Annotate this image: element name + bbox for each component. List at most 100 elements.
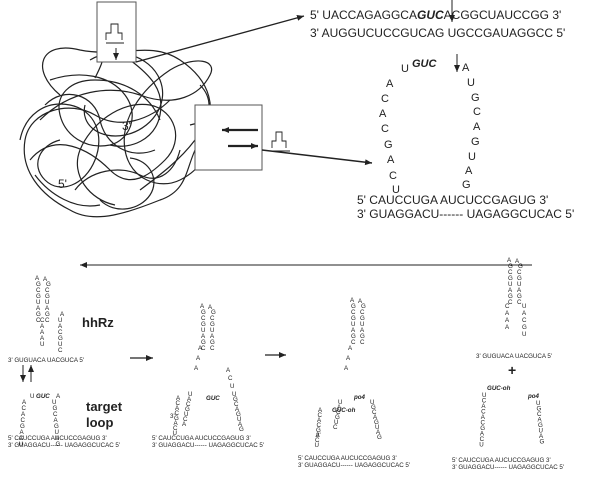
- complex-line-1: 5' CAUCCUGA AUCUCCGAGUG 3': [152, 435, 251, 442]
- stem-base: C: [360, 309, 365, 316]
- loop-line-1: 5' CAUCCUGA AUCUCCGAGUG 3': [357, 193, 548, 207]
- product-left-arm: A: [481, 414, 486, 421]
- stem-base: G: [351, 303, 356, 310]
- complex-outer-left: C: [173, 425, 178, 432]
- zoom-box-right: [194, 104, 263, 171]
- released-hhrz-line: 3' GUGUACA UACGUCA 5': [476, 353, 552, 360]
- panel-hhrz-and-target: hhRz target loop 3' GUGUACA UACGUCA 5' 5…: [8, 275, 123, 449]
- hhrz-linker: A: [40, 329, 45, 336]
- stem-base: G: [360, 333, 365, 340]
- loop-right-base: U: [468, 151, 476, 163]
- complex-guc: GUC: [206, 395, 220, 402]
- mini-loop-left: A: [20, 429, 25, 436]
- product-linker: C: [505, 303, 510, 310]
- stem-base: G: [36, 281, 41, 288]
- duplex-line-2: 3' AUGGUCUCCGUCAG UGCCGAUAGGCC 5': [310, 26, 565, 40]
- complex-right-arm: G: [236, 411, 241, 418]
- stem-base: G: [36, 293, 41, 300]
- stem-base: C: [360, 339, 365, 346]
- complex-right-arm: U: [232, 391, 236, 398]
- loop-left-base: C: [389, 170, 397, 182]
- panel-cleaved: GUC-oh po4 5' CAUCCUGA AUCUCCGAGUG 3' 3'…: [298, 297, 410, 469]
- complex-right-arm: A: [238, 421, 243, 428]
- cleaved-right-arm: C: [372, 409, 377, 416]
- mini-loop-right: U: [55, 429, 59, 436]
- stem-base: A: [517, 287, 522, 294]
- complex-linker: A: [226, 367, 231, 374]
- cleaved-linker: A: [346, 355, 351, 362]
- hhrz-linker: A: [58, 323, 63, 330]
- loop-right-base: G: [471, 136, 480, 148]
- stem-base: G: [210, 339, 215, 346]
- stem-base: A: [200, 303, 205, 310]
- three-prime-label: 3': [122, 119, 131, 133]
- stem-base: C: [201, 345, 206, 352]
- complex-left-arm: C: [186, 401, 191, 408]
- cleaved-right-arm: G: [377, 434, 382, 441]
- product-left-arm: C: [481, 409, 486, 416]
- product-linker: U: [522, 331, 526, 338]
- complex-right-arm: G: [233, 396, 238, 403]
- loop-top-base: U: [30, 393, 34, 400]
- cleaved-linker: A: [344, 365, 349, 372]
- product-linker: A: [505, 310, 510, 317]
- panel-complex: 5' CAUCCUGA AUCUCCGAGUG 3' 3' GUAGGACU--…: [152, 303, 264, 449]
- hhrz-linker: G: [58, 335, 63, 342]
- loop-left-base: A: [379, 108, 387, 120]
- loop-right-base: U: [467, 77, 475, 89]
- stem-base: U: [201, 327, 205, 334]
- product-right-arm: A: [538, 417, 543, 424]
- product-right-arm: U: [539, 428, 543, 435]
- stem-base: U: [36, 299, 40, 306]
- complex-outer-left: A: [176, 395, 181, 402]
- stem-base: G: [201, 321, 206, 328]
- stem-base: A: [210, 333, 215, 340]
- complex-linker: U: [230, 383, 234, 390]
- complex-right-arm: C: [234, 401, 239, 408]
- hhrz-base: A: [60, 311, 65, 318]
- product-linker: U: [522, 303, 526, 310]
- cleaved-right-arm: G: [374, 419, 379, 426]
- hairpin-icon-box: [270, 131, 290, 152]
- complex-outer-left: C: [175, 410, 180, 417]
- target-label: target: [86, 399, 123, 414]
- arrow-to-duplex: [135, 14, 305, 63]
- hhrz-linker: A: [40, 323, 45, 330]
- mini-loop-right: C: [53, 411, 58, 418]
- stem-base: G: [45, 311, 50, 318]
- panel-products: 3' GUGUACA UACGUCA 5' + GUC-oh po4 5' CA…: [452, 257, 564, 471]
- loop-right-base: G: [471, 92, 480, 104]
- hhrz-linker: C: [58, 329, 63, 336]
- loop-left-base: C: [381, 93, 389, 105]
- stem-base: G: [36, 311, 41, 318]
- complex-line-2: 3' GUAGGACU------ UAGAGGCUCAC 5': [152, 442, 264, 449]
- hhrz-linker: C: [40, 317, 45, 324]
- stem-base: U: [360, 321, 364, 328]
- cleaved-right-arm: U: [375, 424, 379, 431]
- stem-base: G: [46, 281, 51, 288]
- stem-base: A: [208, 304, 213, 311]
- product-right-arm: G: [537, 406, 542, 413]
- stem-base: A: [515, 258, 520, 265]
- stem-base: C: [351, 339, 356, 346]
- cleaved-outer-left: C: [318, 412, 323, 419]
- stem-base: C: [210, 315, 215, 322]
- product-linker: A: [505, 317, 510, 324]
- cleaved-left-arm: C: [336, 409, 341, 416]
- stem-base: C: [201, 315, 206, 322]
- stem-base: A: [201, 333, 206, 340]
- complex-linker: A: [194, 365, 199, 372]
- stem-base: C: [351, 309, 356, 316]
- complex-left-arm: U: [188, 391, 192, 398]
- mini-loop-right: G: [56, 441, 61, 448]
- hhrz-linker: U: [40, 341, 44, 348]
- cleaved-outer-left: G: [316, 427, 321, 434]
- loop-line-2: 3' GUAGGACU------ UAGAGGCUCAC 5': [357, 207, 574, 221]
- stem-base: G: [360, 315, 365, 322]
- hhrz-linker: A: [40, 335, 45, 342]
- mini-loop-left: G: [20, 423, 25, 430]
- loop-top-u: U: [401, 63, 409, 75]
- target-line-2: 3' GUAGGACU------ UAGAGGCUCAC 5': [8, 442, 120, 449]
- stem-base: U: [351, 321, 355, 328]
